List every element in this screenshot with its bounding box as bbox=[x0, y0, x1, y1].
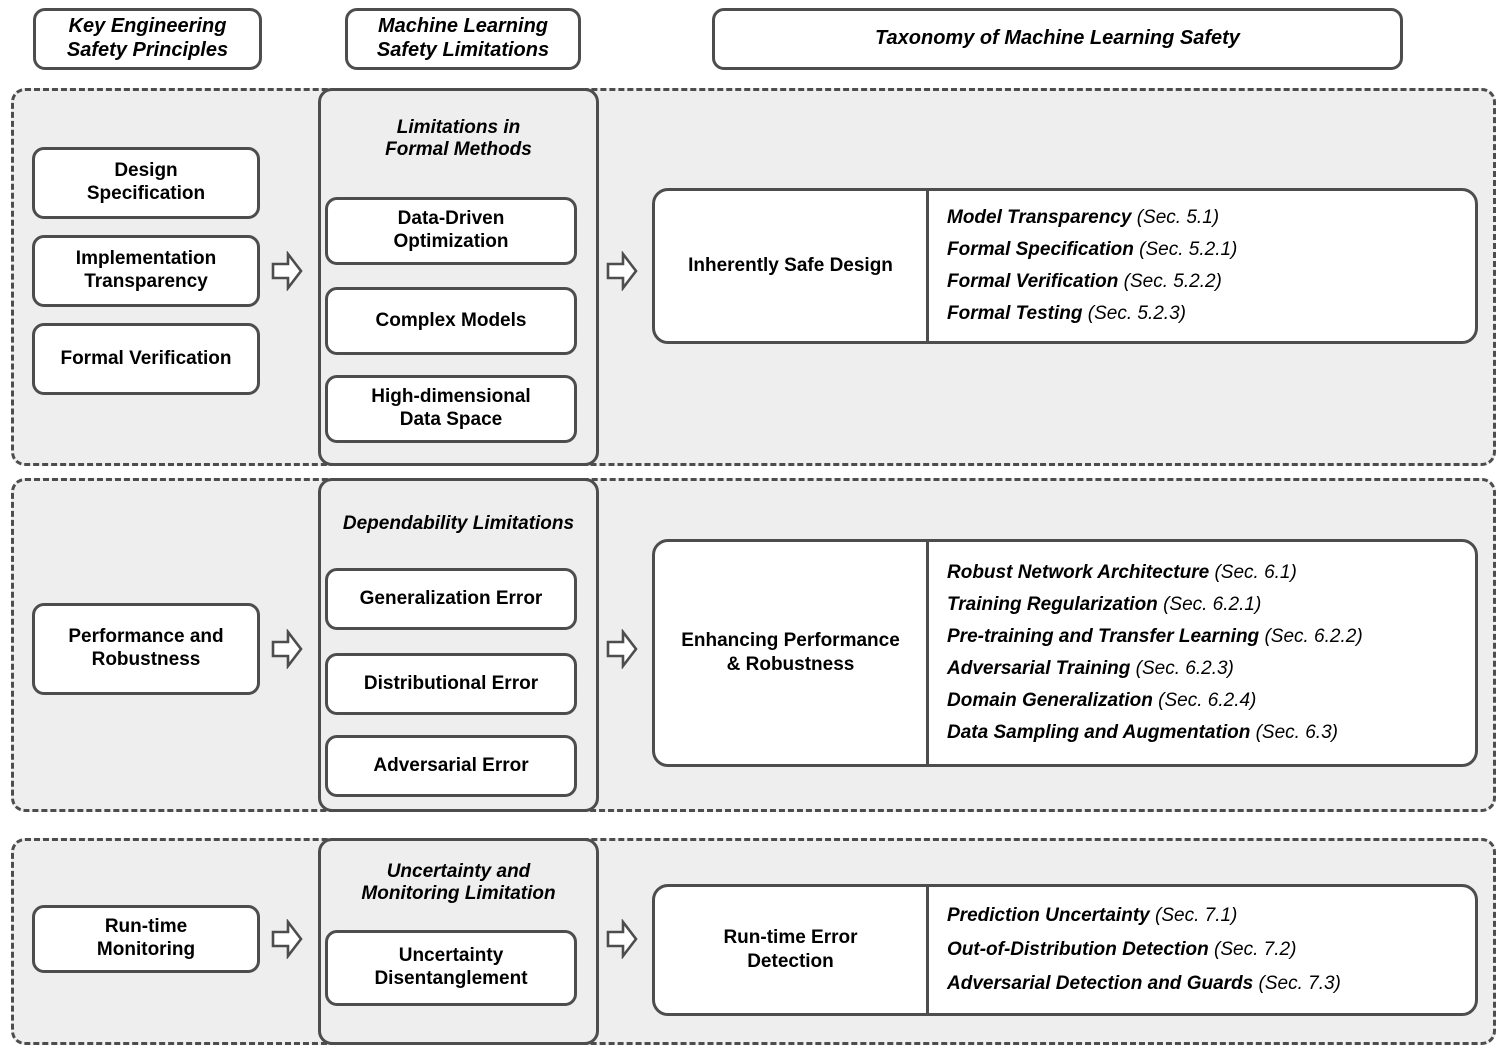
taxonomy-topic: Formal Testing (Sec. 5.2.3) bbox=[947, 303, 1461, 325]
topic-section-ref: (Sec. 6.2.3) bbox=[1135, 658, 1234, 679]
flow-arrow-icon bbox=[271, 629, 303, 669]
topic-section-ref: (Sec. 7.2) bbox=[1214, 939, 1297, 960]
taxonomy-topic: Domain Generalization (Sec. 6.2.4) bbox=[947, 690, 1461, 712]
limitation-label: Adversarial Error bbox=[373, 754, 529, 776]
flow-arrow-icon bbox=[606, 251, 638, 291]
topic-section-ref: (Sec. 6.2.4) bbox=[1158, 690, 1257, 711]
principle-box-formal-verification: Formal Verification bbox=[32, 323, 260, 395]
taxonomy-topic: Out-of-Distribution Detection (Sec. 7.2) bbox=[947, 939, 1461, 961]
taxonomy-topic: Robust Network Architecture (Sec. 6.1) bbox=[947, 562, 1461, 584]
topic-section-ref: (Sec. 5.2.3) bbox=[1087, 303, 1186, 324]
topic-name: Out-of-Distribution Detection bbox=[947, 939, 1209, 960]
topic-name: Formal Specification bbox=[947, 239, 1134, 260]
taxonomy-topic-list: Robust Network Architecture (Sec. 6.1) T… bbox=[947, 542, 1461, 764]
taxonomy-group-label: Enhancing Performance& Robustness bbox=[655, 542, 929, 764]
limitation-box-generalization-error: Generalization Error bbox=[325, 568, 577, 630]
taxonomy-topic: Adversarial Detection and Guards (Sec. 7… bbox=[947, 973, 1461, 995]
topic-name: Adversarial Detection and Guards bbox=[947, 973, 1254, 994]
limitation-box-adversarial-error: Adversarial Error bbox=[325, 735, 577, 797]
topic-name: Model Transparency bbox=[947, 207, 1132, 228]
header-label: Taxonomy of Machine Learning Safety bbox=[875, 27, 1240, 50]
limitation-label: Generalization Error bbox=[359, 587, 543, 609]
taxonomy-group-enhancing-performance-robustness: Enhancing Performance& Robustness Robust… bbox=[652, 539, 1478, 767]
flow-arrow-icon bbox=[271, 251, 303, 291]
topic-name: Domain Generalization bbox=[947, 690, 1153, 711]
flow-arrow-icon bbox=[606, 919, 638, 959]
taxonomy-topic: Pre-training and Transfer Learning (Sec.… bbox=[947, 626, 1461, 648]
topic-name: Data Sampling and Augmentation bbox=[947, 722, 1251, 743]
taxonomy-group-inherently-safe-design: Inherently Safe Design Model Transparenc… bbox=[652, 188, 1478, 344]
topic-name: Formal Testing bbox=[947, 303, 1083, 324]
topic-section-ref: (Sec. 5.1) bbox=[1136, 207, 1220, 228]
flow-arrow-icon bbox=[271, 919, 303, 959]
taxonomy-group-label: Inherently Safe Design bbox=[655, 191, 929, 341]
topic-section-ref: (Sec. 5.2.1) bbox=[1139, 239, 1238, 260]
topic-name: Adversarial Training bbox=[947, 658, 1131, 679]
topic-section-ref: (Sec. 6.2.2) bbox=[1264, 626, 1363, 647]
taxonomy-topic: Prediction Uncertainty (Sec. 7.1) bbox=[947, 905, 1461, 927]
topic-section-ref: (Sec. 5.2.2) bbox=[1123, 271, 1222, 292]
flow-arrow-icon bbox=[606, 629, 638, 669]
topic-section-ref: (Sec. 7.3) bbox=[1258, 973, 1341, 994]
taxonomy-topic-list: Prediction Uncertainty (Sec. 7.1) Out-of… bbox=[947, 887, 1461, 1013]
taxonomy-topic: Formal Specification (Sec. 5.2.1) bbox=[947, 239, 1461, 261]
limitation-label: Distributional Error bbox=[363, 672, 539, 694]
topic-section-ref: (Sec. 6.1) bbox=[1214, 562, 1297, 583]
taxonomy-topic: Adversarial Training (Sec. 6.2.3) bbox=[947, 658, 1461, 680]
topic-section-ref: (Sec. 6.3) bbox=[1255, 722, 1338, 743]
taxonomy-topic: Model Transparency (Sec. 5.1) bbox=[947, 207, 1461, 229]
limitation-box-complex-models: Complex Models bbox=[325, 287, 577, 355]
limitation-label: Complex Models bbox=[375, 309, 527, 331]
limitation-panel-title: Dependability Limitations bbox=[342, 513, 575, 534]
topic-name: Training Regularization bbox=[947, 594, 1158, 615]
topic-name: Robust Network Architecture bbox=[947, 562, 1210, 583]
topic-name: Formal Verification bbox=[947, 271, 1119, 292]
header-taxonomy-of-machine-learning-safety: Taxonomy of Machine Learning Safety bbox=[712, 8, 1403, 70]
taxonomy-topic-list: Model Transparency (Sec. 5.1) Formal Spe… bbox=[947, 191, 1461, 341]
taxonomy-topic: Training Regularization (Sec. 6.2.1) bbox=[947, 594, 1461, 616]
topic-name: Prediction Uncertainty bbox=[947, 905, 1150, 926]
limitation-box-distributional-error: Distributional Error bbox=[325, 653, 577, 715]
topic-section-ref: (Sec. 7.1) bbox=[1155, 905, 1238, 926]
topic-section-ref: (Sec. 6.2.1) bbox=[1163, 594, 1262, 615]
taxonomy-topic: Data Sampling and Augmentation (Sec. 6.3… bbox=[947, 722, 1461, 744]
principle-label: Formal Verification bbox=[60, 347, 232, 369]
topic-name: Pre-training and Transfer Learning bbox=[947, 626, 1260, 647]
taxonomy-topic: Formal Verification (Sec. 5.2.2) bbox=[947, 271, 1461, 293]
